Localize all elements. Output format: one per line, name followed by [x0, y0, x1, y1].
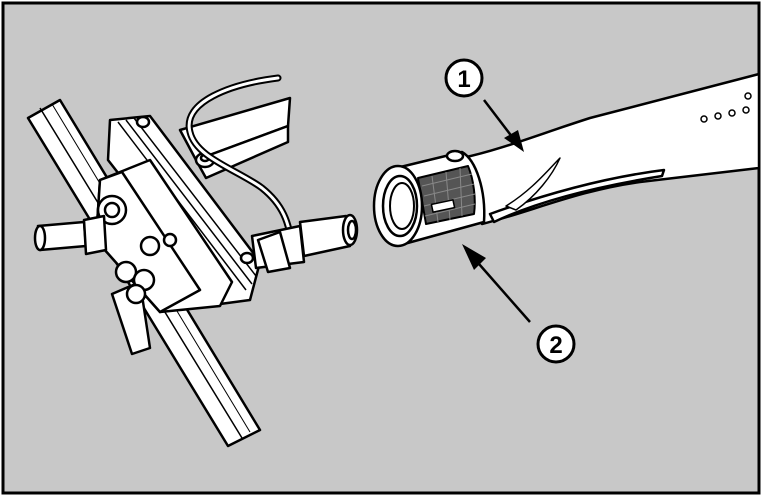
callout-1-label: 1 [457, 66, 470, 93]
callout-2-label: 2 [549, 332, 562, 359]
valve-stem [33, 214, 108, 256]
burner-tube-body [460, 72, 761, 226]
callout-2-circle [536, 324, 576, 364]
callout-2-leader [471, 255, 531, 323]
callout-2: 2 [462, 244, 576, 364]
gas-valve [94, 114, 262, 356]
venturi-inlet-end [372, 149, 486, 248]
callout-1: 1 [444, 58, 524, 152]
callout-2-arrowhead [462, 244, 486, 270]
callout-1-arrowhead [504, 130, 524, 152]
orifice-spud [250, 213, 359, 274]
callout-1-circle [444, 58, 484, 98]
shutter-screw [445, 149, 465, 163]
burner-ports [700, 92, 752, 123]
